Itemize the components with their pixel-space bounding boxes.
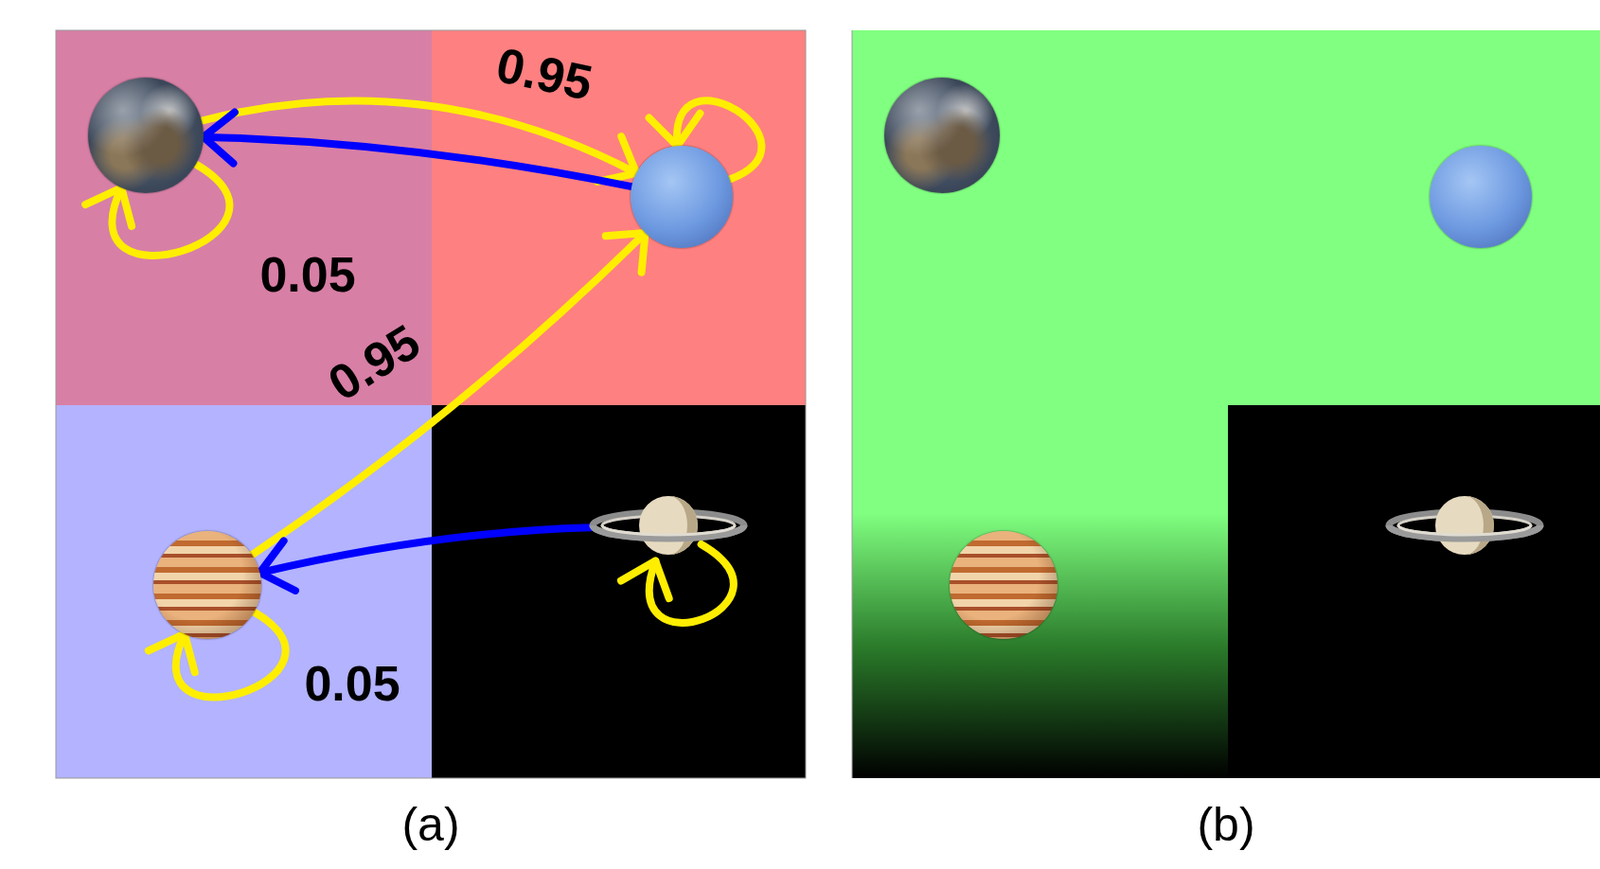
saturn-shade — [1464, 496, 1494, 555]
saturn-body — [1435, 496, 1494, 555]
transition-arrow — [203, 112, 632, 188]
transition-arrow — [251, 232, 645, 555]
arrow-line — [203, 137, 632, 188]
saturn-figure — [587, 492, 749, 559]
diagram-panel: (a) — [55, 30, 806, 779]
transition-arrow — [621, 544, 734, 623]
arrow-head — [597, 136, 637, 182]
arrow-line — [251, 232, 645, 555]
arrow-head — [621, 561, 670, 599]
quadrant — [852, 405, 1228, 779]
arrow-head — [85, 187, 132, 227]
panel-caption: (b) — [852, 797, 1600, 853]
arrow-head — [605, 232, 646, 273]
saturn-figure — [1384, 492, 1546, 559]
panel-b-ground — [852, 30, 1600, 779]
neptune-planet — [1429, 145, 1532, 249]
quadrant — [431, 405, 806, 779]
quadrant — [852, 30, 1600, 406]
quadrant — [55, 405, 432, 779]
ring — [602, 525, 735, 535]
neptune-planet — [630, 145, 733, 249]
jupiter-planet — [153, 531, 262, 640]
panel-caption: (a) — [55, 797, 806, 853]
arrow-head — [203, 112, 235, 164]
panel-a-ground — [55, 30, 806, 779]
diagram-panel: (b) — [852, 30, 1600, 779]
saturn-planet — [1384, 492, 1546, 559]
ring — [1388, 525, 1541, 539]
ring — [1398, 525, 1531, 535]
transition-probability: 0.05 — [259, 249, 356, 300]
ring — [592, 525, 745, 539]
jupiter-planet — [949, 531, 1058, 640]
arrow-head — [259, 540, 295, 591]
arrow-line — [259, 527, 591, 573]
arrow-head — [649, 113, 701, 146]
panel-border — [852, 30, 854, 779]
earth-planet — [884, 77, 1000, 194]
saturn-body — [639, 496, 698, 555]
quadrant — [1227, 405, 1600, 779]
saturn-planet — [587, 492, 749, 559]
transition-probability: 0.05 — [303, 658, 400, 709]
arrow-head — [148, 634, 196, 674]
transition-arrow — [259, 527, 591, 591]
earth-planet — [88, 77, 204, 194]
saturn-shade — [668, 496, 698, 555]
panel-border — [55, 30, 806, 779]
quadrant — [431, 30, 806, 406]
